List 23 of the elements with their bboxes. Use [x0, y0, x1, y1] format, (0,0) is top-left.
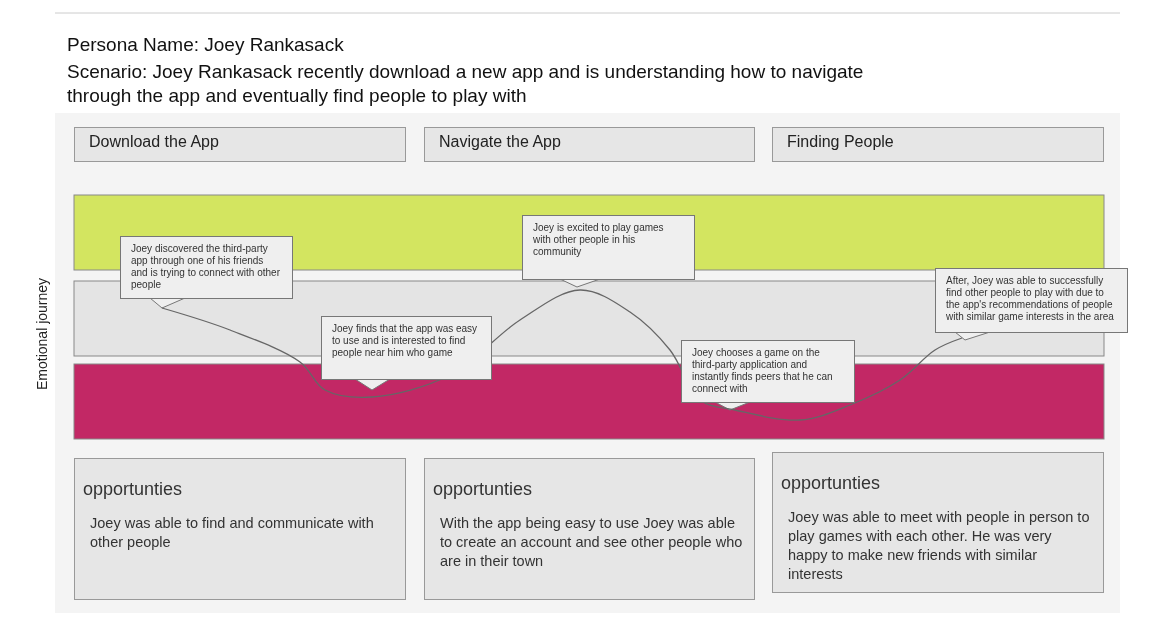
callout-text: Joey finds that the app was easy to use and is interested to find people near him who game	[332, 323, 478, 358]
opportunity-card	[424, 458, 755, 600]
stage-title: Finding People	[787, 133, 894, 150]
callout-text: After, Joey was able to successfully find other people to play with due to the app's recommendations of people with similar game interests in the area	[946, 275, 1114, 322]
callout-text: Joey chooses a game on the third-party application and instantly finds peers that he can connect with	[692, 347, 833, 394]
stage-header	[74, 127, 406, 162]
opportunity-text: With the app being easy to use Joey was able to create an account and see other people who are in their town	[439, 514, 744, 571]
callout-text: Joey is excited to play games with other people in his community	[533, 222, 664, 257]
stage-title: Download the App	[89, 133, 219, 150]
stage-title: Navigate the App	[439, 133, 561, 150]
callout-text: Joey discovered the third-party app through one of his friends and is trying to connect with other people	[131, 243, 280, 290]
scenario-text: Scenario: Joey Rankasack recently download a new app and is understanding how to navigate through the app and eventually find people to play with	[67, 60, 865, 108]
opportunity-heading: opportunties	[83, 479, 184, 500]
stage-header	[772, 127, 1104, 162]
opportunity-heading: opportunties	[433, 479, 534, 500]
opportunity-heading: opportunties	[781, 473, 882, 494]
axis-label: Emotional journey	[34, 276, 50, 390]
opportunity-text: Joey was able to meet with people in person to play games with each other. He was very happy to make new friends with similar interests	[787, 508, 1091, 584]
opportunity-card	[74, 458, 406, 600]
persona-name: Persona Name: Joey Rankasack	[67, 34, 344, 56]
opportunity-text: Joey was able to find and communicate with other people	[89, 514, 375, 552]
opportunity-card	[772, 452, 1104, 593]
stage-header	[424, 127, 755, 162]
